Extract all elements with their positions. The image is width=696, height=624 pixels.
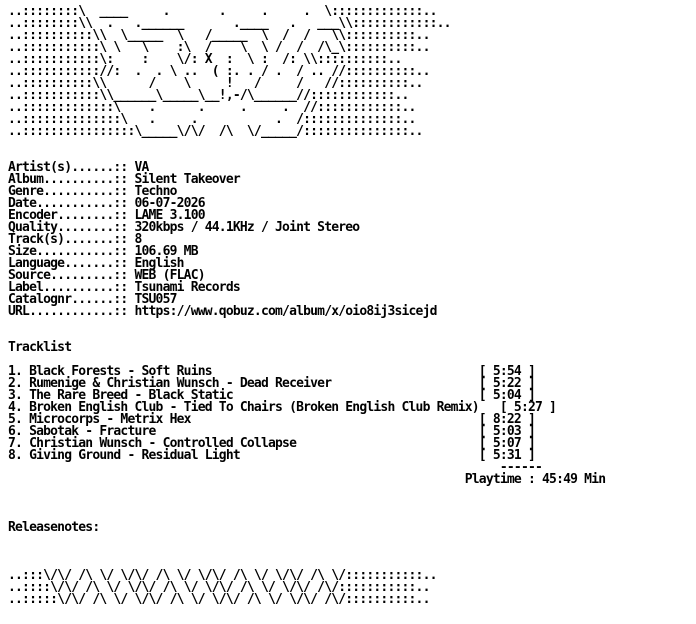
info-size: Size...........:: 106.69 MB [8,244,199,259]
art-line: ..:::::::::::\ \ \ :\ / \ \ / / /\_\::::… [8,40,430,55]
playtime-total: Playtime : 45:49 Min [8,472,606,487]
art-line: ..::::::::::::::\ . . . /::::::::::::::.… [8,112,416,127]
art-line: ..::::::::::\\ \_____ \ /_____ \ / / \\:… [8,28,430,43]
art-line: ..::::::::\ ____ . . . . \:::::::::::::.… [8,4,437,19]
art-line: ..::::::::::://: . . \ .. ( :. . / . / .… [8,64,430,79]
art-line: ..::::::::::::::::\_____\/\/ /\ \/_____/… [8,124,423,139]
info-url: URL............:: https://www.qobuz.com/… [8,304,437,319]
info-album: Album..........:: Silent Takeover [8,172,241,187]
art-line: ..:::\/\/ /\ \/ \/\/ /\ \/ \/\/ /\ \/ \/… [8,568,437,583]
info-source: Source.........:: WEB (FLAC) [8,268,206,283]
art-line: ..:::::::::::::\ . . . . //::::::::::::.… [8,100,416,115]
info-genre: Genre..........:: Techno [8,184,177,199]
track-row: 2. Rumenige & Christian Wunsch - Dead Re… [8,376,536,391]
total-rule: ------ [8,460,543,475]
art-line: ..:::::::::::\\______\_____\__!,-/\_____… [8,88,409,103]
art-line: ..::::::::\\ . .______ .____ . ___\\::::… [8,16,451,31]
track-row: 8. Giving Ground - Residual Light [ 5:31… [8,448,536,463]
track-row: 1. Black Forests - Soft Ruins [ 5:54 ] [8,364,536,379]
track-row: 7. Christian Wunsch - Controlled Collaps… [8,436,536,451]
art-line: ..:::::::::::\: : \/: X : \ : /: \\:::::… [8,52,402,67]
info-tracks: Track(s).......:: 8 [8,232,142,247]
art-line: ..::::::::::\\ / \ ! / / //::::::::::.. [8,76,423,91]
info-catalognr: Catalognr......:: TSU057 [8,292,177,307]
tracklist-heading: Tracklist [8,340,72,355]
art-line: ..:::::\/\/ /\ \/ \/\/ /\ \/ \/\/ /\ \/ … [8,592,430,607]
info-artist: Artist(s)......:: VA [8,160,149,175]
info-label: Label..........:: Tsunami Records [8,280,241,295]
track-row: 6. Sabotak - Fracture [ 5:03 ] [8,424,536,439]
track-row: 4. Broken English Club - Tied To Chairs … [8,400,557,415]
nfo-document: ..::::::::\ ____ . . . . \:::::::::::::.… [8,4,606,607]
track-row: 3. The Rare Breed - Black Static [ 5:04 … [8,388,536,403]
info-date: Date...........:: 06-07-2026 [8,196,206,211]
info-language: Language.......:: English [8,256,184,271]
releasenotes-heading: Releasenotes: [8,520,100,535]
track-row: 5. Microcorps - Metrix Hex [ 8:22 ] [8,412,536,427]
header-ascii-art: ..::::::::\ ____ . . . . \:::::::::::::.… [8,4,605,139]
tracklist: 1. Black Forests - Soft Ruins [ 5:54 ]2.… [8,364,605,463]
info-quality: Quality........:: 320kbps / 44.1KHz / Jo… [8,220,360,235]
info-encoder: Encoder........:: LAME 3.100 [8,208,206,223]
art-line: ..::::\/\/ /\ \/ \/\/ /\ \/ \/\/ /\ \/ \… [8,580,430,595]
footer-ascii-art: ..:::\/\/ /\ \/ \/\/ /\ \/ \/\/ /\ \/ \/… [8,568,605,607]
